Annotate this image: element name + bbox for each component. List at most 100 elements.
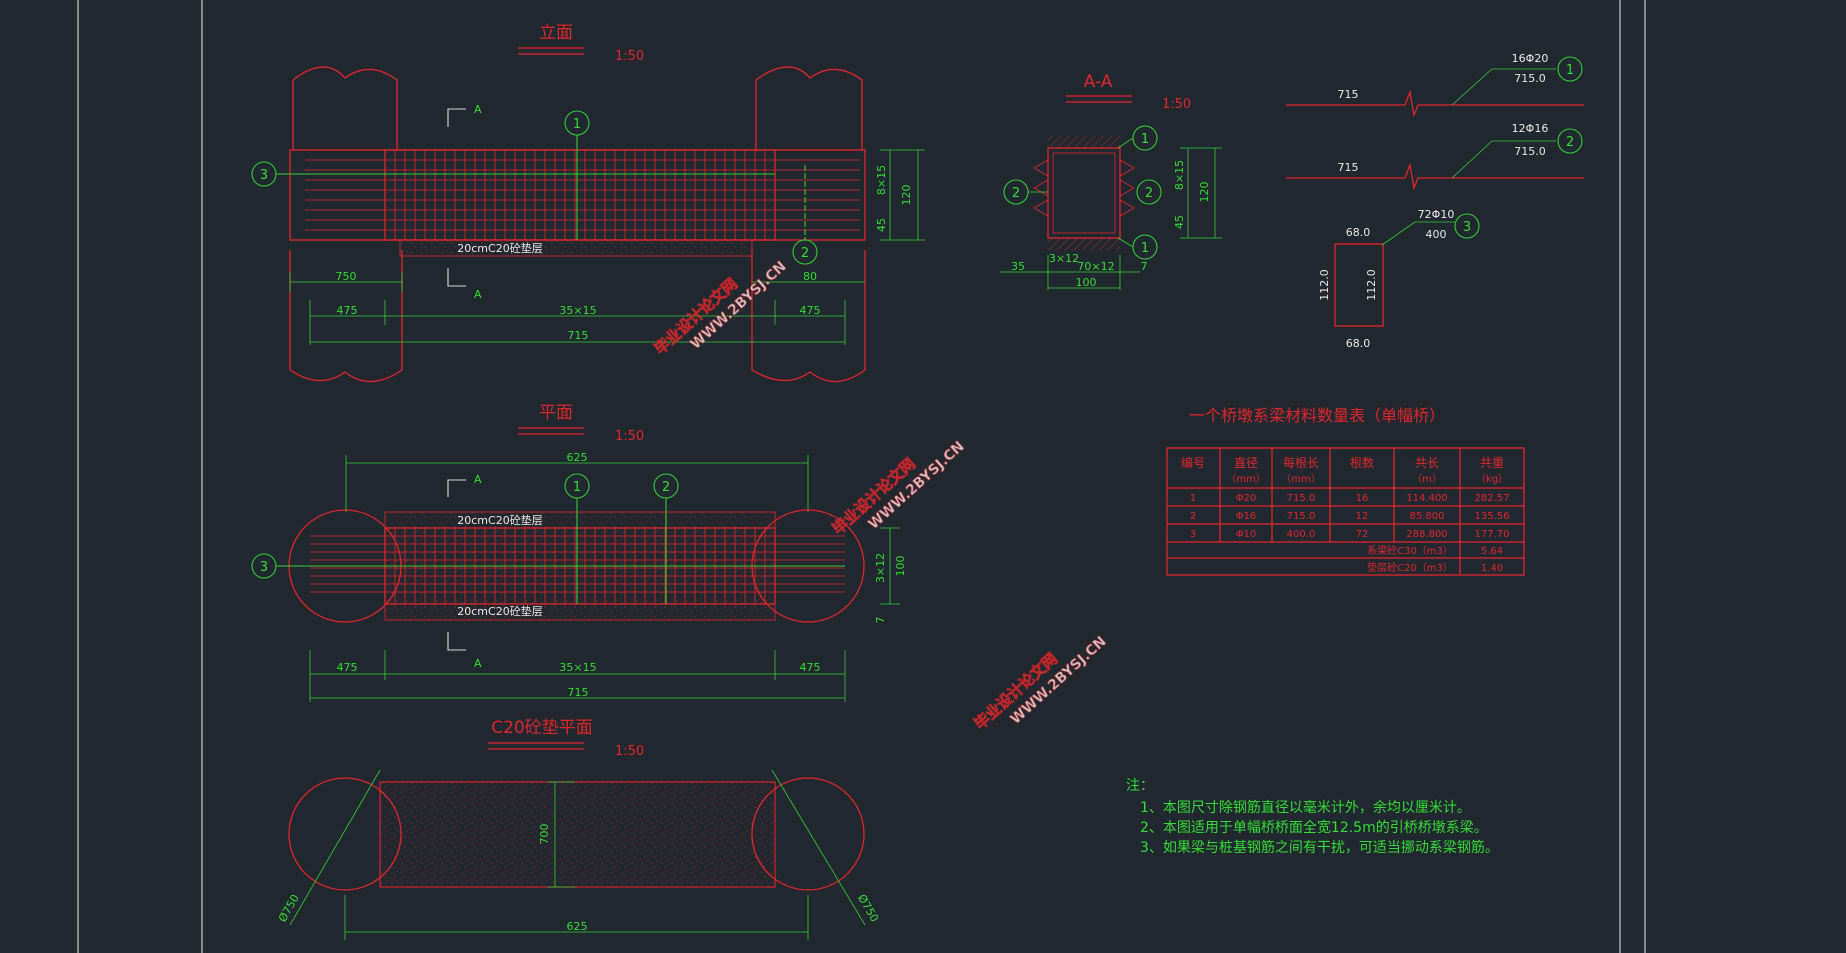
table-cell: 2	[1190, 511, 1196, 522]
dim-plan-7: 7	[874, 617, 887, 624]
marker-2-sec-left: 2	[1012, 186, 1020, 201]
dim-plan-625: 625	[567, 451, 588, 464]
note-3: 3、如果梁与桩基钢筋之间有干扰，可适当挪动系梁钢筋。	[1140, 839, 1499, 856]
elevation-view: 立面 1:50 20cmC20砼垫层 3 1 2	[251, 23, 925, 383]
bar3-spec: 72Φ10	[1418, 208, 1455, 221]
section-title: A-A	[1084, 72, 1113, 92]
bar3-length: 400	[1426, 228, 1447, 241]
table-header-3: 根数	[1350, 455, 1374, 470]
plan-title: 平面	[539, 403, 573, 423]
table-cell: 282.57	[1475, 493, 1510, 504]
section-mark-bottom-elev: A	[474, 288, 482, 301]
table-cell: 3	[1190, 529, 1196, 540]
dim-elev-45: 45	[875, 218, 888, 232]
dim-cushion-750-right: Ø750	[855, 892, 881, 924]
dim-sec-35: 35	[1011, 260, 1025, 273]
bar3-top: 68.0	[1346, 226, 1371, 239]
elevation-scale: 1:50	[615, 49, 644, 64]
dim-sec-3x12: 3×12	[1049, 252, 1079, 265]
bar1-marker: 1	[1566, 63, 1574, 78]
bar2-straight-label: 715	[1338, 161, 1359, 174]
bar2-length: 715.0	[1514, 145, 1546, 158]
table-header-0: 编号	[1181, 455, 1205, 470]
table-header-4: 共长	[1415, 456, 1439, 470]
notes: 注： 1、本图尺寸除钢筋直径以毫米计外，余均以厘米计。 2、本图适用于单幅桥桥面…	[1126, 778, 1499, 856]
dim-elev-475-left: 475	[337, 304, 358, 317]
bar3-left: 112.0	[1318, 269, 1331, 301]
dim-plan-35x15: 35×15	[559, 661, 596, 674]
dim-sec-70x12: 70×12	[1077, 260, 1114, 273]
dim-plan-100: 100	[894, 556, 907, 577]
table-cell: Φ16	[1236, 511, 1257, 522]
table-cell: 177.70	[1475, 529, 1510, 540]
elevation-rebar-grid	[305, 150, 860, 240]
table-cell: Φ20	[1236, 493, 1257, 504]
bar2-spec: 12Φ16	[1512, 122, 1549, 135]
table-summary-label: 垫层砼C20（m3）	[1367, 561, 1453, 574]
marker-3-elev: 3	[260, 168, 268, 183]
bar1-straight-label: 715	[1338, 88, 1359, 101]
table-cell: 715.0	[1287, 511, 1316, 522]
dim-sec-100: 100	[1076, 276, 1097, 289]
table-cell: 715.0	[1287, 493, 1316, 504]
plan-scale: 1:50	[615, 429, 644, 444]
dim-sec-120: 120	[1198, 182, 1211, 203]
table-unit-2: （mm）	[1281, 473, 1320, 485]
dim-elev-715: 715	[568, 329, 589, 342]
table-cell: 72	[1356, 529, 1369, 540]
watermarks: 毕业设计论文网 WWW.2BYSJ.CN 毕业设计论文网 WWW.2BYSJ.C…	[650, 258, 1110, 733]
dim-elev-80: 80	[803, 270, 817, 283]
bar3-marker: 3	[1463, 220, 1471, 235]
plan-cushion-label-top: 20cmC20砼垫层	[457, 513, 542, 527]
plan-cushion-label-bottom: 20cmC20砼垫层	[457, 604, 542, 618]
marker-2-plan: 2	[662, 480, 670, 495]
bar3-bottom: 68.0	[1346, 337, 1371, 350]
dim-sec-7: 7	[1141, 260, 1148, 273]
marker-1-sec-bottom: 1	[1141, 241, 1149, 256]
table-title: 一个桥墩系梁材料数量表（单幅桥）	[1189, 406, 1445, 425]
table-summary-value: 1.40	[1481, 563, 1503, 574]
table-unit-5: （kg）	[1476, 473, 1508, 485]
dim-elev-120: 120	[900, 185, 913, 206]
dim-cushion-700: 700	[538, 824, 551, 845]
elevation-cushion-label: 20cmC20砼垫层	[457, 241, 542, 255]
table-cell: 135.56	[1475, 511, 1510, 522]
table-unit-4: （m）	[1412, 473, 1442, 485]
note-1: 1、本图尺寸除钢筋直径以毫米计外，余均以厘米计。	[1140, 799, 1471, 816]
section-scale: 1:50	[1162, 97, 1191, 112]
table-cell: 12	[1356, 511, 1369, 522]
material-table: 一个桥墩系梁材料数量表（单幅桥） 编号直径每根长根数共长共重（mm）（mm）（m…	[1166, 406, 1525, 576]
notes-heading: 注：	[1126, 778, 1154, 794]
marker-2-sec-right: 2	[1145, 186, 1153, 201]
marker-1-plan: 1	[573, 480, 581, 495]
table-cell: 114.400	[1406, 493, 1447, 504]
section-mark-top-plan: A	[474, 473, 482, 486]
section-aa-view: A-A 1:50 1 1 2 2 120 8×15 45	[1000, 72, 1222, 290]
sheet-frame	[77, 0, 1646, 953]
dim-plan-715: 715	[568, 686, 589, 699]
table-cell: 288.800	[1406, 529, 1447, 540]
table-cell: 400.0	[1287, 529, 1316, 540]
dim-elev-35x15: 35×15	[559, 304, 596, 317]
table-cell: 85.800	[1410, 511, 1445, 522]
table-cell: Φ10	[1236, 529, 1257, 540]
dim-elev-750: 750	[336, 270, 357, 283]
bar3-right: 112.0	[1365, 269, 1378, 301]
table-unit-1: （mm）	[1226, 473, 1265, 485]
section-mark-top-elev: A	[474, 103, 482, 116]
dim-cushion-625: 625	[567, 920, 588, 933]
table-summary-label: 系梁砼C30（m3）	[1367, 544, 1453, 557]
bar-details: 715 16Φ20 715.0 1 715 12Φ16 715.0 2 68.0…	[1286, 52, 1584, 350]
dim-plan-3x12: 3×12	[874, 553, 887, 583]
table-cell: 16	[1356, 493, 1369, 504]
dim-plan-475-right: 475	[800, 661, 821, 674]
table-header-1: 直径	[1234, 456, 1258, 470]
dim-elev-475-right: 475	[800, 304, 821, 317]
table-cell: 1	[1190, 493, 1196, 504]
note-2: 2、本图适用于单幅桥桥面全宽12.5m的引桥桥墩系梁。	[1140, 819, 1488, 836]
marker-1-elev: 1	[573, 117, 581, 132]
cushion-view: C20砼垫平面 1:50 700 Ø750 Ø750 625	[276, 718, 881, 940]
dim-cushion-750-left: Ø750	[276, 892, 302, 924]
cushion-title: C20砼垫平面	[491, 718, 593, 738]
